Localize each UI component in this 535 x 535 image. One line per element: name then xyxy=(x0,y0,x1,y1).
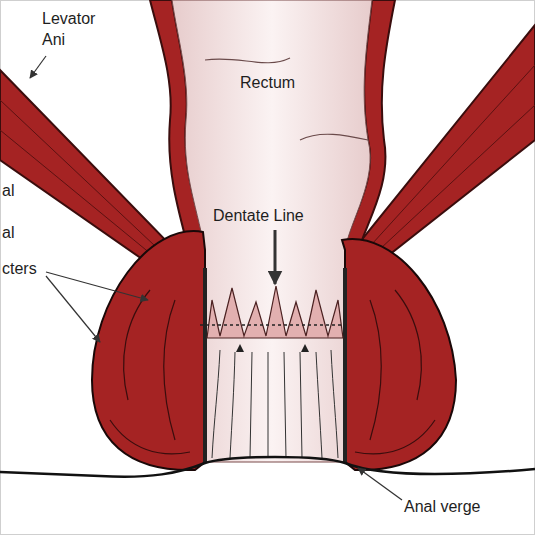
muscle-fibres xyxy=(362,65,535,262)
sphincter-left xyxy=(92,231,205,470)
landmark-label: Anal verge xyxy=(404,496,481,517)
leader-line xyxy=(358,468,402,500)
leader-line xyxy=(30,56,46,78)
leader-line xyxy=(46,272,148,300)
rectal-folds xyxy=(205,58,368,140)
sphincter-right xyxy=(342,239,456,470)
crypt-arrows xyxy=(236,344,309,352)
leader-line xyxy=(46,276,100,342)
anal-papillae xyxy=(207,286,343,338)
anal-columns xyxy=(212,350,338,458)
organ-label: Rectum xyxy=(240,72,295,93)
cropped-label: al xyxy=(2,180,14,201)
canal-lining xyxy=(205,268,345,462)
cropped-label: cters xyxy=(2,258,37,279)
muscle-label: Levator Ani xyxy=(42,8,112,50)
sphincter-contours xyxy=(110,290,190,454)
muscle-fibres xyxy=(0,100,172,268)
levator-left xyxy=(0,70,180,275)
dentate-arrow xyxy=(274,230,277,284)
cropped-label: al xyxy=(2,222,14,243)
dentate-dotted-line xyxy=(200,324,350,326)
skin-line xyxy=(0,457,535,477)
structure-label: Dentate Line xyxy=(213,205,304,226)
sphincter-contours xyxy=(355,290,435,454)
